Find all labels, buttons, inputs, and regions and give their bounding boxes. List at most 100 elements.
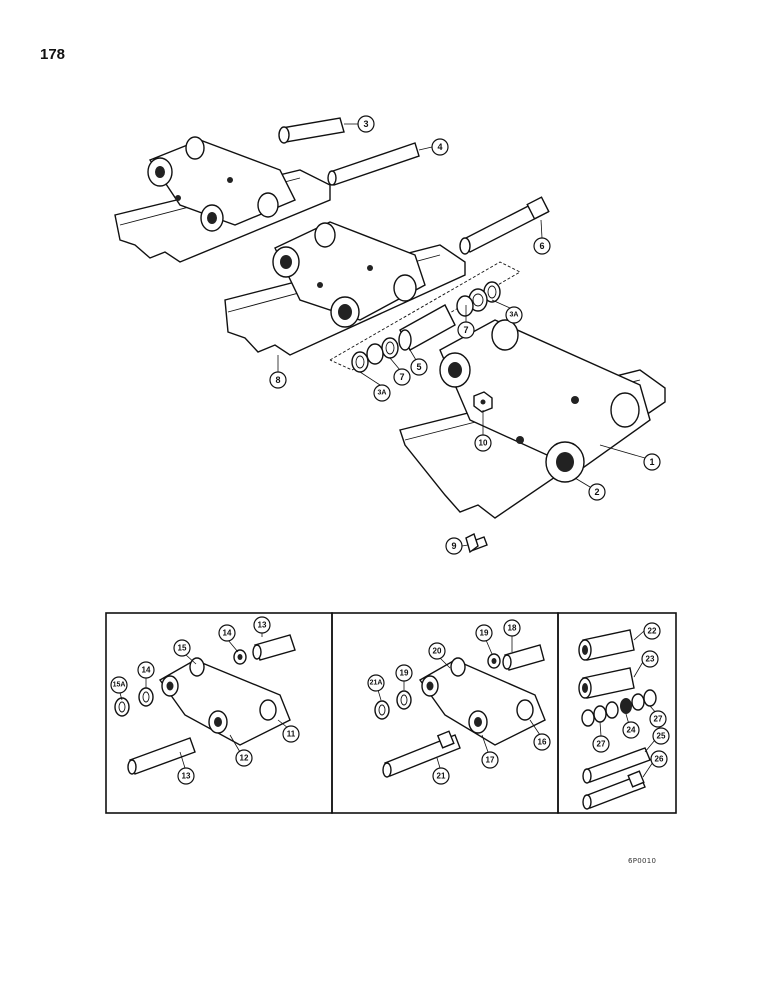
callout-label: 19	[400, 669, 409, 678]
callout-8: 8	[269, 371, 287, 389]
callout-label: 7	[399, 372, 404, 382]
pin-4	[327, 142, 420, 186]
callout-label: 16	[538, 738, 547, 747]
inset1-spacer-14	[138, 687, 154, 707]
inset2-link-assembly	[418, 657, 546, 746]
callout-21a: 21A	[367, 674, 385, 692]
inset3-seals	[581, 689, 657, 727]
inset3-pin-25	[582, 747, 651, 784]
track-shoe-front	[399, 319, 666, 519]
callout-label: 14	[223, 629, 232, 638]
callout-22: 22	[643, 622, 661, 640]
callout-label: 15A	[113, 682, 126, 689]
callout-label: 18	[508, 624, 517, 633]
callout-15: 15	[173, 639, 191, 657]
seal-7-left	[366, 337, 399, 365]
inset2-pin-21	[382, 730, 461, 778]
bushing-3	[278, 117, 345, 144]
callout-label: 10	[479, 439, 488, 448]
inset1-washer-15a	[114, 697, 130, 717]
callout-10: 10	[474, 434, 492, 452]
callout-23: 23	[641, 650, 659, 668]
callout-label: 19	[480, 629, 489, 638]
callout-15a: 15A	[110, 676, 128, 694]
callout-label: 13	[258, 621, 267, 630]
inset3-bushing-22	[578, 629, 635, 661]
track-link-front	[439, 319, 651, 483]
figure-code: 6P0010	[628, 857, 657, 865]
inset3-pin-26	[582, 770, 646, 810]
callout-label: 14	[142, 666, 151, 675]
page-number: 178	[40, 46, 66, 63]
callout-label: 15	[178, 644, 187, 653]
inset2-bushing-19-top	[487, 653, 501, 669]
callout-4: 4	[431, 138, 449, 156]
pin-6	[459, 196, 550, 255]
track-link-middle	[272, 221, 426, 328]
callout-21: 21	[432, 767, 450, 785]
callout-label: 23	[646, 655, 655, 664]
callout-label: 26	[655, 755, 664, 764]
callout-label: 5	[416, 362, 421, 372]
seal-7-right	[456, 288, 488, 317]
callout-label: 9	[451, 541, 456, 551]
track-shoe-middle	[224, 221, 466, 356]
inset1-link-assembly	[158, 657, 291, 746]
callout-27-left: 27	[592, 735, 610, 753]
callout-label: 3	[363, 119, 368, 129]
callout-label: 3A	[510, 312, 519, 319]
callout-18: 18	[503, 619, 521, 637]
callout-5: 5	[410, 358, 428, 376]
callout-24: 24	[622, 721, 640, 739]
callout-label: 25	[657, 732, 666, 741]
bolt-9	[465, 533, 488, 554]
inset2-washer-21a	[374, 700, 390, 720]
callout-label: 27	[654, 715, 663, 724]
inset2-pin-18	[502, 644, 545, 671]
callout-6: 6	[533, 237, 551, 255]
nut-10	[473, 391, 493, 413]
seal-washer-3a-left	[351, 351, 369, 373]
callout-3: 3	[357, 115, 375, 133]
callout-label: 20	[433, 647, 442, 656]
callout-label: 6	[539, 241, 544, 251]
track-shoe-top	[114, 136, 331, 263]
callout-26: 26	[650, 750, 668, 768]
callout-label: 22	[648, 627, 657, 636]
callout-27-right: 27	[649, 710, 667, 728]
callout-label: 17	[486, 756, 495, 765]
callout-9: 9	[445, 537, 463, 555]
callout-2: 2	[588, 483, 606, 501]
callout-7-left: 7	[393, 368, 411, 386]
callout-label: 8	[275, 375, 280, 385]
track-link-top	[147, 136, 296, 232]
callout-14-left: 14	[137, 661, 155, 679]
callout-label: 27	[597, 740, 606, 749]
callout-7-right: 7	[457, 321, 475, 339]
callout-19-left: 19	[395, 664, 413, 682]
inset1-pin-13-bottom	[127, 737, 196, 775]
callout-25: 25	[652, 727, 670, 745]
callout-label: 13	[182, 772, 191, 781]
callout-label: 21	[437, 772, 446, 781]
inset-panel-3	[557, 612, 677, 814]
callout-label: 3A	[378, 390, 387, 397]
callout-label: 7	[463, 325, 468, 335]
callout-16: 16	[533, 733, 551, 751]
callout-label: 12	[240, 754, 249, 763]
leader-lines	[119, 123, 658, 778]
callout-label: 2	[594, 487, 599, 497]
callout-11: 11	[282, 725, 300, 743]
callout-20: 20	[428, 642, 446, 660]
callout-label: 24	[627, 726, 636, 735]
callout-3a-right: 3A	[505, 306, 523, 324]
inset1-bushing-14-top	[233, 649, 247, 665]
callout-label: 1	[649, 457, 654, 467]
callout-13-bottom: 13	[177, 767, 195, 785]
callout-14-top: 14	[218, 624, 236, 642]
callout-label: 4	[437, 142, 442, 152]
callout-13-top: 13	[253, 616, 271, 634]
inset1-pin-13-top	[252, 634, 296, 661]
